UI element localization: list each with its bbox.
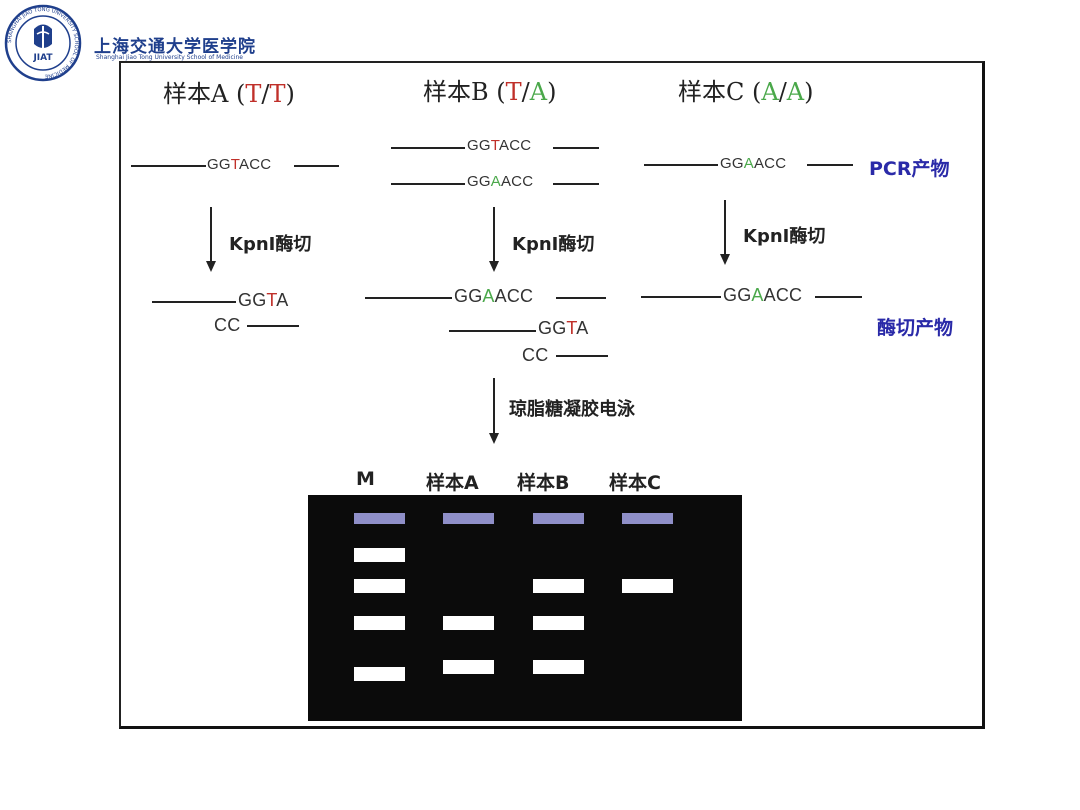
dna-strand <box>815 296 862 298</box>
dna-strand <box>644 164 718 166</box>
gel-band <box>533 579 584 593</box>
arrow-down-icon <box>493 207 495 262</box>
university-logo-icon: SHANGHAI JIAO TONG UNIVERSITY SCHOOL OF … <box>4 4 82 82</box>
gel-band <box>354 616 405 630</box>
arrow-head-icon <box>489 433 499 444</box>
lane-label-m: M <box>356 468 375 490</box>
pcr-seq-a: GGTACC <box>207 156 272 173</box>
enzyme-label-a: KpnI酶切 <box>229 234 312 255</box>
school-name-english: Shanghai Jiao Tong University School of … <box>96 54 243 61</box>
gel-band <box>354 667 405 681</box>
svg-text:JIAT: JIAT <box>32 53 53 63</box>
dna-strand <box>391 183 465 185</box>
sample-b-title: 样本B (T/A) <box>423 78 557 106</box>
gel-well <box>354 513 405 524</box>
lane-label-c: 样本C <box>609 472 661 494</box>
arrow-head-icon <box>720 254 730 265</box>
agarose-gel <box>308 495 742 721</box>
gel-well <box>443 513 494 524</box>
gel-band <box>443 660 494 674</box>
diagram-frame <box>119 61 985 729</box>
enzyme-label-b: KpnI酶切 <box>512 234 595 255</box>
gel-band <box>354 548 405 562</box>
enzyme-label-c: KpnI酶切 <box>743 226 826 247</box>
digest-seq-a-top: GGTA <box>238 290 289 310</box>
gel-well <box>622 513 673 524</box>
gel-band <box>354 579 405 593</box>
dna-strand <box>152 301 236 303</box>
dna-strand <box>553 147 599 149</box>
arrow-head-icon <box>206 261 216 272</box>
lane-label-b: 样本B <box>517 472 570 494</box>
pcr-seq-c: GGAACC <box>720 155 787 172</box>
arrow-down-icon <box>210 207 212 262</box>
dna-strand <box>553 183 599 185</box>
pcr-seq-b2: GGAACC <box>467 173 534 190</box>
pcr-product-label: PCR产物 <box>869 158 950 180</box>
arrow-head-icon <box>489 261 499 272</box>
dna-strand <box>807 164 853 166</box>
digest-seq-b-top: GGAACC <box>454 286 534 306</box>
electrophoresis-label: 琼脂糖凝胶电泳 <box>509 399 635 420</box>
dna-strand <box>556 297 606 299</box>
dna-strand <box>247 325 299 327</box>
digest-seq-b-mid: GGTA <box>538 318 589 338</box>
dna-strand <box>641 296 721 298</box>
arrow-down-icon <box>493 378 495 434</box>
sample-a-title: 样本A (T/T) <box>163 80 295 108</box>
dna-strand <box>294 165 339 167</box>
gel-band <box>443 616 494 630</box>
pcr-seq-b1: GGTACC <box>467 137 532 154</box>
digest-product-label: 酶切产物 <box>877 317 954 339</box>
dna-strand <box>449 330 536 332</box>
dna-strand <box>131 165 206 167</box>
gel-band <box>533 616 584 630</box>
gel-band <box>622 579 673 593</box>
arrow-down-icon <box>724 200 726 255</box>
dna-strand <box>365 297 452 299</box>
school-name: 上海交通大学医学院 <box>94 37 256 57</box>
dna-strand <box>391 147 465 149</box>
gel-well <box>533 513 584 524</box>
digest-seq-b-bottom: CC <box>522 345 549 365</box>
gel-band <box>533 660 584 674</box>
digest-seq-a-bottom: CC <box>214 315 241 335</box>
digest-seq-c-top: GGAACC <box>723 285 803 305</box>
sample-c-title: 样本C (A/A) <box>678 78 814 106</box>
lane-label-a: 样本A <box>426 472 479 494</box>
dna-strand <box>556 355 608 357</box>
